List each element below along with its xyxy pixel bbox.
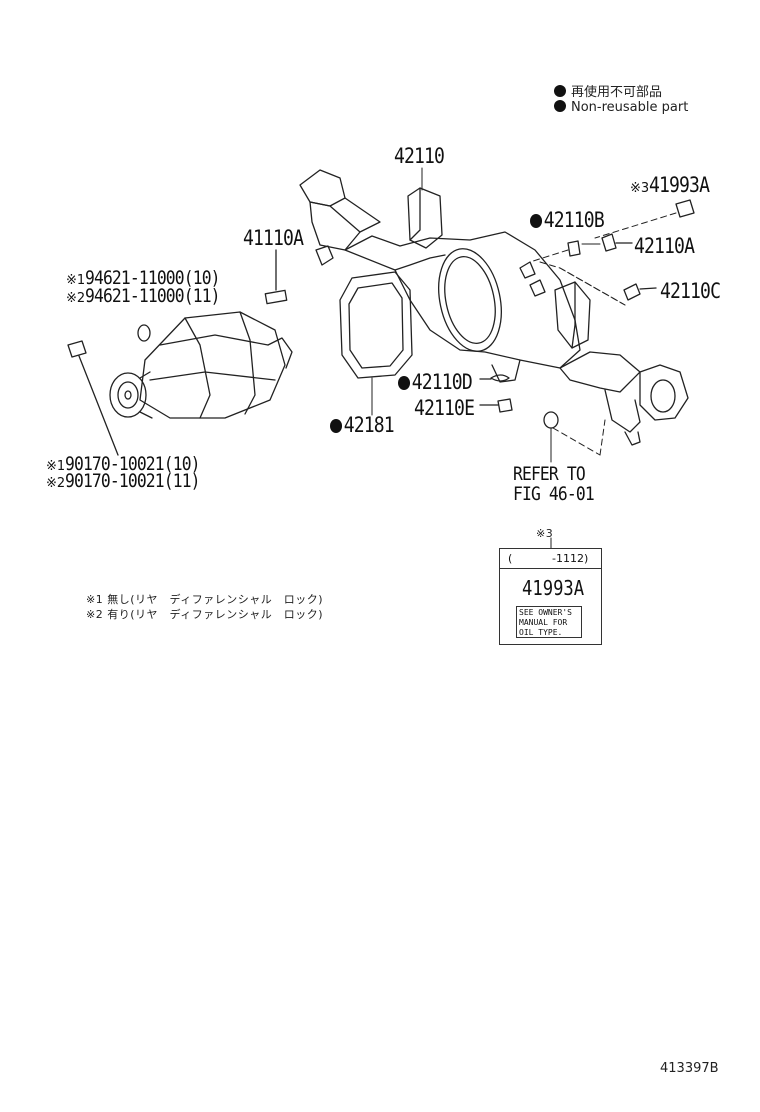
- callout-42110b-number: 42110B: [543, 208, 605, 232]
- label-line-3: OIL TYPE.: [519, 628, 563, 637]
- gasket-42181-drawing: [339, 271, 413, 379]
- nonreusable-bullet-icon: [554, 100, 566, 112]
- label-detail-box: ( -1112) 41993A SEE OWNER'S MANUAL FOR O…: [499, 548, 602, 645]
- label-part-number: 41993A: [522, 576, 585, 600]
- gasket-42110b-drawing: [567, 240, 581, 257]
- dashed-guides: [529, 212, 677, 456]
- callout-nut-2-number: 94621-11000(11): [85, 285, 221, 307]
- ref-mark-1: ※1: [66, 273, 86, 288]
- callout-nut-1-number: 94621-11000(10): [85, 267, 221, 289]
- bushing-drawing: [543, 411, 559, 429]
- label-box-mark: ※3: [536, 527, 554, 540]
- label-41993a-drawing: [675, 199, 695, 218]
- breather-42110c-drawing: [623, 283, 641, 301]
- callout-42110d: 42110D: [398, 370, 473, 394]
- plug-42110a-drawing: [601, 233, 617, 252]
- legend-en: Non-reusable part: [554, 100, 688, 115]
- differential-carrier-drawing: [109, 311, 293, 419]
- ref-mark-2: ※2: [66, 291, 86, 306]
- leader-lines: [371, 167, 601, 463]
- callout-42110a: 42110A: [634, 234, 695, 258]
- nut-drawing: [137, 324, 151, 342]
- ref-mark-2: ※2: [46, 476, 66, 491]
- figure-number: 413397B: [660, 1061, 719, 1076]
- callout-nut-1: ※194621-11000(10): [66, 267, 242, 289]
- callout-41993a: ※341993A: [630, 173, 719, 197]
- refer-to-link[interactable]: REFER TO: [513, 463, 586, 485]
- note-1: ※1 無し(リヤ ディファレンシャル ロック): [86, 593, 324, 606]
- refer-fig-link[interactable]: FIG 46-01: [513, 483, 595, 505]
- nonreusable-bullet-icon: [330, 419, 343, 433]
- callout-seal-2: ※290170-10021(11): [46, 470, 222, 492]
- callout-41110a: 41110A: [243, 226, 304, 250]
- label-range-row: ( -1112): [500, 549, 601, 569]
- ref-mark-3: ※3: [630, 181, 650, 196]
- callout-42110c: 42110C: [660, 279, 721, 303]
- plug-42110e-drawing: [497, 398, 513, 413]
- stud-41110a-drawing: [264, 249, 288, 305]
- callout-42110d-number: 42110D: [411, 370, 473, 394]
- callout-seal-2-number: 90170-10021(11): [65, 470, 201, 492]
- label-line-2: MANUAL FOR: [519, 618, 568, 627]
- callout-42181-number: 42181: [343, 413, 395, 437]
- label-range-value: -1112): [552, 552, 589, 565]
- nonreusable-bullet-icon: [530, 214, 543, 228]
- callout-41993a-number: 41993A: [649, 173, 710, 197]
- label-caution-text: SEE OWNER'S MANUAL FOR OIL TYPE.: [516, 606, 582, 638]
- callout-42110e: 42110E: [414, 396, 475, 420]
- label-range-open: (: [508, 552, 513, 565]
- callout-seal-1: ※190170-10021(10): [46, 453, 222, 475]
- nonreusable-bullet-icon: [398, 376, 411, 390]
- legend-jp: 再使用不可部品: [554, 81, 662, 100]
- seal-drawing: [67, 340, 87, 358]
- legend-jp-text: 再使用不可部品: [571, 85, 663, 100]
- axle-housing-drawing: [299, 169, 689, 446]
- callout-42110b: 42110B: [530, 208, 605, 232]
- callout-nut-2: ※294621-11000(11): [66, 285, 242, 307]
- label-line-1: SEE OWNER'S: [519, 608, 572, 617]
- note-2: ※2 有り(リヤ ディファレンシャル ロック): [86, 608, 324, 621]
- nonreusable-bullet-icon: [554, 85, 566, 97]
- callout-42110: 42110: [394, 144, 445, 168]
- washer-42110d-drawing: [490, 374, 510, 382]
- callout-seal-1-number: 90170-10021(10): [65, 453, 201, 475]
- ref-mark-1: ※1: [46, 459, 66, 474]
- legend-en-text: Non-reusable part: [571, 100, 689, 115]
- callout-42181: 42181: [330, 413, 395, 437]
